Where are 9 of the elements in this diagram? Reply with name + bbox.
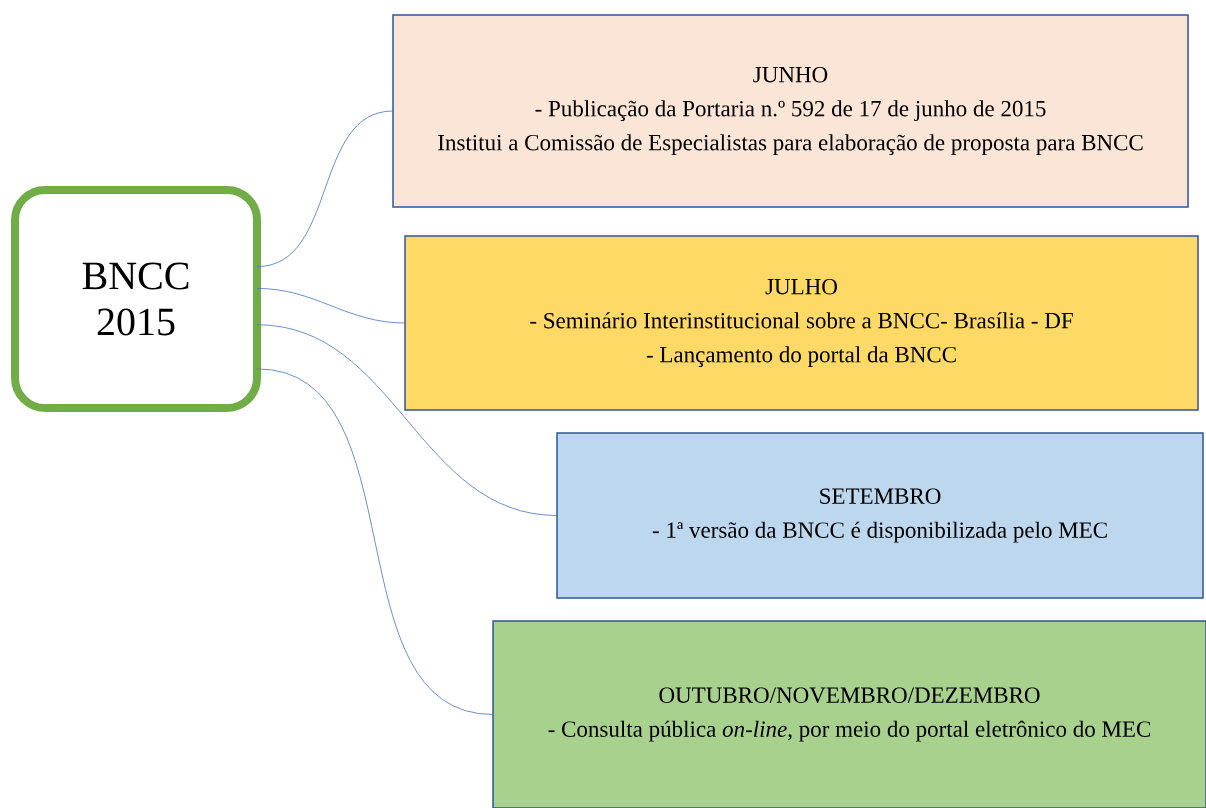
rounded-box: BNCC 2015 <box>11 186 261 412</box>
connector <box>256 288 406 324</box>
month-box: JUNHO - Publicação da Portaria n.º 592 de 17 de junho de 2015 Institui a Comissão de Especialistas para elaboração de proposta para BNCC <box>392 14 1189 208</box>
month-box: SETEMBRO - 1ª versão da BNCC é disponibilizada pelo MEC <box>556 432 1204 599</box>
month-box: OUTUBRO/NOVEMBRO/DEZEMBRO - Consulta pública on-line, por meio do portal eletrônico do MEC <box>492 620 1206 808</box>
connector <box>256 110 394 267</box>
connector <box>256 368 494 715</box>
connector <box>256 324 558 516</box>
month-box: JULHO - Seminário Interinstitucional sobre a BNCC- Brasília - DF - Lançamento do portal da BNCC <box>404 235 1199 411</box>
